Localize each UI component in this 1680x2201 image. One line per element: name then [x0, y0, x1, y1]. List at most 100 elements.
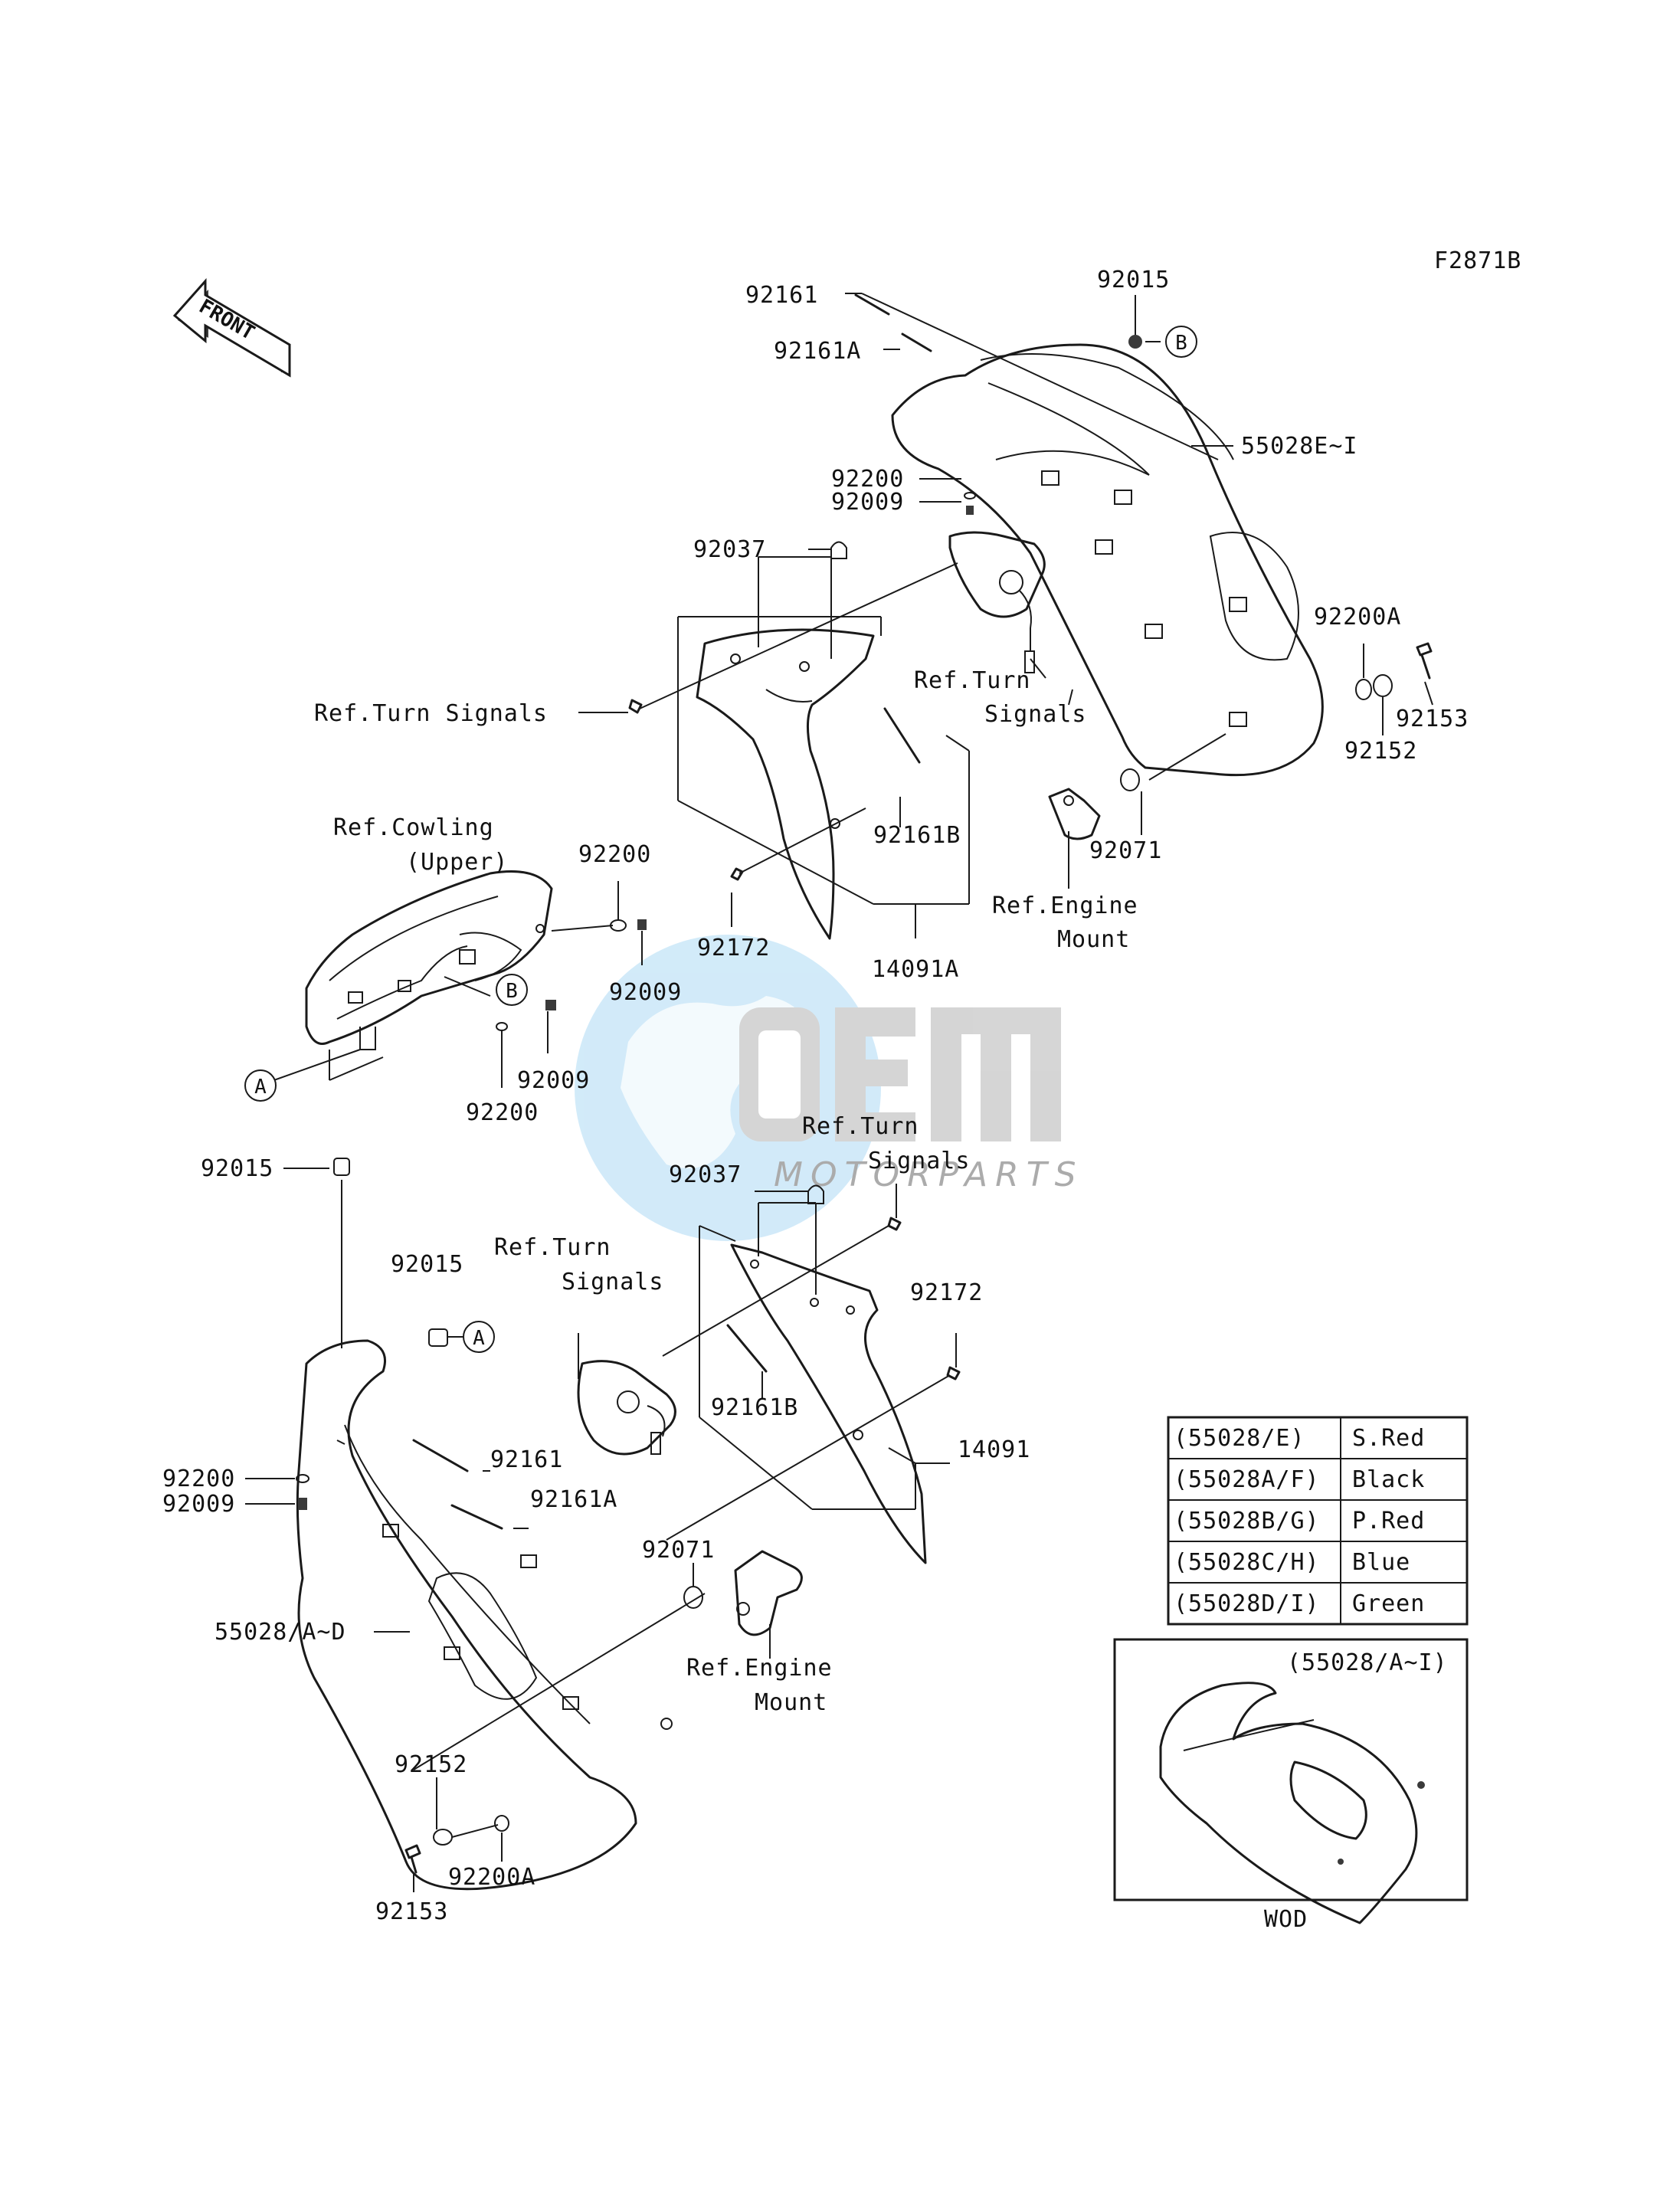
color-name: P.Red	[1352, 1508, 1425, 1534]
nut-92037-mid-icon	[807, 1184, 824, 1204]
screw-92009-top-icon	[966, 506, 974, 515]
grommet-92015-low-icon	[428, 1328, 448, 1347]
turn-signal-top	[948, 531, 1046, 673]
screw-ref-turn-left-icon	[628, 699, 643, 714]
label-92152-low: 92152	[395, 1751, 467, 1778]
label-92153-low: 92153	[375, 1898, 448, 1925]
watermark-letter-e	[835, 1007, 915, 1141]
engine-mount-bracket-low	[734, 1550, 803, 1636]
callout-b-mid: B	[496, 974, 528, 1006]
inset-caption-wod: WOD	[1264, 1906, 1308, 1933]
washer-92200-low-icon	[296, 1474, 309, 1483]
label-92200A-top: 92200A	[1314, 604, 1401, 630]
label-92172-low: 92172	[910, 1279, 983, 1306]
screw-92172-top-icon	[730, 867, 744, 881]
label-92037-mid: 92037	[669, 1161, 742, 1188]
label-92152-top: 92152	[1344, 738, 1417, 765]
label-92071-top: 92071	[1089, 837, 1162, 864]
label-ref-engine-mount-top-1: Ref.Engine	[992, 893, 1138, 919]
label-ref-engine-mount-top-2: Mount	[1057, 926, 1130, 953]
label-92161B-top: 92161B	[873, 822, 961, 849]
washer-92200-top-icon	[964, 492, 976, 499]
label-92161A-top: 92161A	[774, 338, 861, 365]
label-92009-top: 92009	[831, 489, 904, 516]
color-table: (55028/E) S.Red (55028A/F) Black (55028B…	[1167, 1416, 1469, 1626]
label-92015-low: 92015	[391, 1251, 463, 1278]
color-row: (55028B/G) P.Red	[1174, 1508, 1425, 1534]
label-92200-top: 92200	[831, 466, 904, 493]
label-14091: 14091	[958, 1436, 1030, 1463]
strip-92161-top	[854, 293, 932, 352]
washer-92200A-top-icon	[1355, 679, 1372, 700]
panel-14091A	[696, 628, 921, 940]
label-92071-low: 92071	[642, 1537, 715, 1564]
label-ref-engine-mount-low-2: Mount	[755, 1689, 827, 1716]
watermark-letter-m	[931, 1007, 1061, 1141]
color-name: Green	[1352, 1590, 1425, 1617]
watermark-subtext: MOTORPARTS	[774, 1155, 1084, 1194]
hardware-mid	[333, 919, 647, 1176]
inset-label: (55028/A~I)	[1287, 1649, 1448, 1676]
label-92200-low: 92200	[162, 1466, 235, 1492]
callout-b-top: B	[1165, 326, 1197, 358]
label-92153-top: 92153	[1396, 706, 1469, 732]
front-arrow-icon: FRONT	[172, 278, 291, 378]
label-ref-cowling-upper-1: Ref.Cowling	[333, 814, 494, 841]
hardware-top	[628, 335, 1433, 881]
color-code: (55028A/F)	[1174, 1466, 1320, 1493]
strip-92161-low	[412, 1439, 503, 1530]
diagram-code: F2871B	[1434, 247, 1521, 274]
engine-mount-bracket-top	[1048, 788, 1101, 840]
callout-a-mid: A	[244, 1069, 277, 1102]
inset-wod: (55028/A~I) WOD	[1113, 1638, 1469, 1933]
watermark-letter-o-hole	[758, 1030, 801, 1119]
cowl-55028E-I	[891, 343, 1324, 777]
label-92161-low: 92161	[490, 1446, 563, 1473]
screw-ref-turn-low-icon	[887, 1217, 902, 1231]
callout-b-top-text: B	[1175, 332, 1187, 355]
color-code: (55028C/H)	[1174, 1549, 1320, 1576]
grommet-92152-low-icon	[433, 1829, 453, 1846]
label-ref-cowling-upper-2: (Upper)	[406, 849, 508, 876]
label-ref-engine-mount-low-1: Ref.Engine	[686, 1655, 833, 1682]
leader-lines-low	[245, 1184, 957, 1892]
damper-92071-top-icon	[1120, 768, 1140, 791]
label-ref-turn-mid-2: Signals	[868, 1148, 970, 1174]
callout-a-low-text: A	[473, 1327, 485, 1350]
bolt-92153-low-icon	[404, 1844, 421, 1874]
label-92200A-low: 92200A	[448, 1864, 535, 1891]
oem-watermark: MOTORPARTS	[575, 935, 1084, 1241]
color-code: (55028/E)	[1174, 1425, 1305, 1452]
cowling-upper-ref	[305, 870, 553, 1050]
label-ref-turn-low-1: Ref.Turn	[494, 1234, 611, 1261]
screw-92009-mid-icon	[545, 1000, 556, 1010]
color-row: (55028A/F) Black	[1174, 1466, 1425, 1493]
label-92009-mid-b: 92009	[517, 1067, 590, 1094]
nut-92009-mid-icon	[637, 919, 647, 930]
label-ref-turn-low-2: Signals	[562, 1269, 663, 1295]
color-name: S.Red	[1352, 1425, 1425, 1452]
label-92009-mid-a: 92009	[609, 979, 682, 1006]
label-ref-turn-mid-1: Ref.Turn	[802, 1113, 919, 1140]
panel-14091	[726, 1243, 927, 1564]
label-92015-mid: 92015	[201, 1155, 273, 1182]
color-name: Blue	[1352, 1549, 1410, 1576]
label-92200-mid-a: 92200	[578, 841, 651, 868]
label-92015-top: 92015	[1097, 267, 1170, 293]
cowl-55028A-D	[296, 1339, 673, 1891]
color-row: (55028/E) S.Red	[1174, 1425, 1425, 1452]
color-name: Black	[1352, 1466, 1425, 1493]
color-code: (55028D/I)	[1174, 1590, 1320, 1617]
leader-lines-mid	[258, 881, 643, 1348]
label-55028A-D: 55028/A~D	[215, 1619, 346, 1646]
damper-92071-low-icon	[683, 1586, 703, 1609]
screw-92172-low-icon	[946, 1366, 961, 1381]
hardware-low	[296, 1184, 961, 1874]
bolt-92153-top-icon	[1416, 642, 1433, 680]
label-92037-top: 92037	[693, 536, 766, 563]
grommet-92152-top-icon	[1373, 674, 1393, 697]
leader-lines-top	[578, 293, 1433, 938]
callout-a-mid-text: A	[254, 1076, 267, 1099]
